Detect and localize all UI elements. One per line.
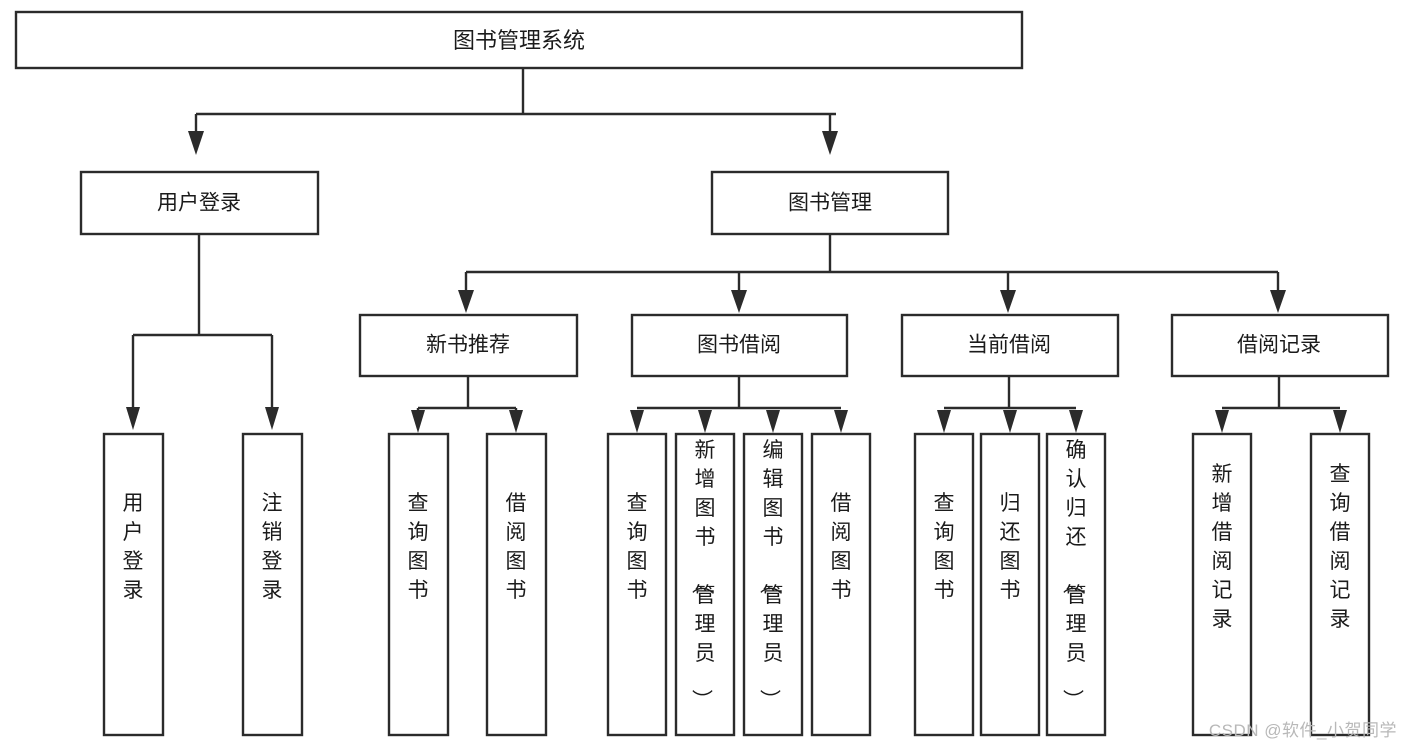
- node-book-borrow-box[interactable]: [630, 313, 849, 378]
- node-book-management-label: 图书管理: [788, 192, 872, 215]
- leaf-borrow-edit-book-label: 编辑图书（管理员）: [758, 439, 784, 710]
- leaf-borrow-query-book-label: 查询图书: [627, 492, 648, 602]
- arrowhead-root-to-bookmgmt: [822, 131, 838, 155]
- arrowhead-newbook-c2: [509, 410, 523, 433]
- arrowhead-newbook-c1: [411, 410, 425, 433]
- connectors-current-borrow: [937, 376, 1083, 433]
- arrowhead-bookmgmt-c1: [458, 290, 474, 313]
- node-user-login[interactable]: 用户登录: [79, 170, 320, 236]
- connectors-book-management: [458, 234, 1286, 313]
- leaf-borrow-query-book[interactable]: 查询图书: [606, 432, 668, 737]
- leaf-user-login-logout-label: 注销登录: [262, 492, 283, 602]
- leaf-user-login-logout-box[interactable]: [241, 432, 304, 737]
- leaf-records-query[interactable]: 查询借阅记录: [1309, 432, 1371, 737]
- leaf-current-return-book[interactable]: 归还图书: [979, 432, 1041, 737]
- leaf-borrow-add-book-box[interactable]: [674, 432, 736, 737]
- node-root-system[interactable]: 图书管理系统: [14, 10, 1024, 70]
- leaf-new-book-borrow-label: 借阅图书: [506, 492, 527, 602]
- leaf-new-book-borrow-box[interactable]: [485, 432, 548, 737]
- leaf-new-book-borrow[interactable]: 借阅图书: [485, 432, 548, 737]
- node-book-management[interactable]: 图书管理: [710, 170, 950, 236]
- arrowhead-current-c1: [937, 410, 951, 433]
- leaf-user-login-login[interactable]: 用户登录: [102, 432, 165, 737]
- arrowhead-bookmgmt-c3: [1000, 290, 1016, 313]
- connectors-user-login: [126, 234, 279, 430]
- arrowhead-borrow-c2: [698, 410, 712, 433]
- arrowhead-records-c2: [1333, 410, 1347, 433]
- node-root-system-box[interactable]: [14, 10, 1024, 70]
- leaf-new-book-query[interactable]: 查询图书: [387, 432, 450, 737]
- leaf-borrow-add-book-label: 新增图书（管理员）: [690, 439, 716, 710]
- arrowhead-borrow-c4: [834, 410, 848, 433]
- leaf-current-confirm-return-box[interactable]: [1045, 432, 1107, 737]
- leaf-new-book-query-label: 查询图书: [408, 492, 429, 602]
- leaf-user-login-login-box[interactable]: [102, 432, 165, 737]
- node-book-borrow[interactable]: 图书借阅: [630, 313, 849, 378]
- arrowhead-bookmgmt-c2: [731, 290, 747, 313]
- leaf-current-query-book[interactable]: 查询图书: [913, 432, 975, 737]
- node-current-borrow-label: 当前借阅: [967, 334, 1051, 357]
- arrowhead-login-child2: [265, 407, 279, 430]
- arrowhead-records-c1: [1215, 410, 1229, 433]
- csdn-watermark: CSDN @软件_小贺同学: [1208, 721, 1397, 740]
- leaf-borrow-edit-book[interactable]: 编辑图书（管理员）: [742, 432, 804, 737]
- connectors-book-borrow: [630, 376, 848, 433]
- leaf-borrow-borrow-book[interactable]: 借阅图书: [810, 432, 872, 737]
- leaf-borrow-borrow-book-box[interactable]: [810, 432, 872, 737]
- arrowhead-borrow-c1: [630, 410, 644, 433]
- node-user-login-box[interactable]: [79, 170, 320, 236]
- leaf-current-query-book-box[interactable]: [913, 432, 975, 737]
- leaf-current-return-book-box[interactable]: [979, 432, 1041, 737]
- node-current-borrow-box[interactable]: [900, 313, 1120, 378]
- arrowhead-borrow-c3: [766, 410, 780, 433]
- arrowhead-bookmgmt-c4: [1270, 290, 1286, 313]
- leaf-current-confirm-return-label: 确认归还（管理员）: [1061, 439, 1087, 710]
- leaf-borrow-borrow-book-label: 借阅图书: [831, 492, 852, 602]
- leaf-borrow-query-book-box[interactable]: [606, 432, 668, 737]
- leaf-current-query-book-label: 查询图书: [934, 492, 955, 602]
- leaf-borrow-edit-book-box[interactable]: [742, 432, 804, 737]
- leaf-records-query-label: 查询借阅记录: [1330, 463, 1351, 631]
- node-current-borrow[interactable]: 当前借阅: [900, 313, 1120, 378]
- node-root-system-label: 图书管理系统: [453, 28, 585, 53]
- arrowhead-login-child1: [126, 407, 140, 430]
- node-borrow-records-box[interactable]: [1170, 313, 1390, 378]
- leaf-current-confirm-return[interactable]: 确认归还（管理员）: [1045, 432, 1107, 737]
- arrowhead-root-to-login: [188, 131, 204, 155]
- node-book-borrow-label: 图书借阅: [697, 334, 781, 357]
- arrowhead-current-c2: [1003, 410, 1017, 433]
- leaf-records-add-label: 新增借阅记录: [1212, 463, 1233, 631]
- leaf-current-return-book-label: 归还图书: [1000, 492, 1021, 602]
- node-user-login-label: 用户登录: [157, 192, 241, 215]
- node-new-book-recommend-label: 新书推荐: [426, 334, 510, 357]
- node-new-book-recommend[interactable]: 新书推荐: [358, 313, 579, 378]
- leaf-user-login-login-label: 用户登录: [123, 492, 144, 602]
- leaf-user-login-logout[interactable]: 注销登录: [241, 432, 304, 737]
- node-borrow-records[interactable]: 借阅记录: [1170, 313, 1390, 378]
- connectors-borrow-records: [1215, 376, 1347, 433]
- leaf-borrow-add-book[interactable]: 新增图书（管理员）: [674, 432, 736, 737]
- connectors-new-book: [411, 376, 523, 433]
- leaf-records-query-box[interactable]: [1309, 432, 1371, 737]
- node-book-management-box[interactable]: [710, 170, 950, 236]
- leaf-new-book-query-box[interactable]: [387, 432, 450, 737]
- leaf-records-add[interactable]: 新增借阅记录: [1191, 432, 1253, 737]
- leaf-records-add-box[interactable]: [1191, 432, 1253, 737]
- connectors-root: [188, 68, 838, 155]
- node-new-book-recommend-box[interactable]: [358, 313, 579, 378]
- arrowhead-current-c3: [1069, 410, 1083, 433]
- node-borrow-records-label: 借阅记录: [1237, 334, 1321, 357]
